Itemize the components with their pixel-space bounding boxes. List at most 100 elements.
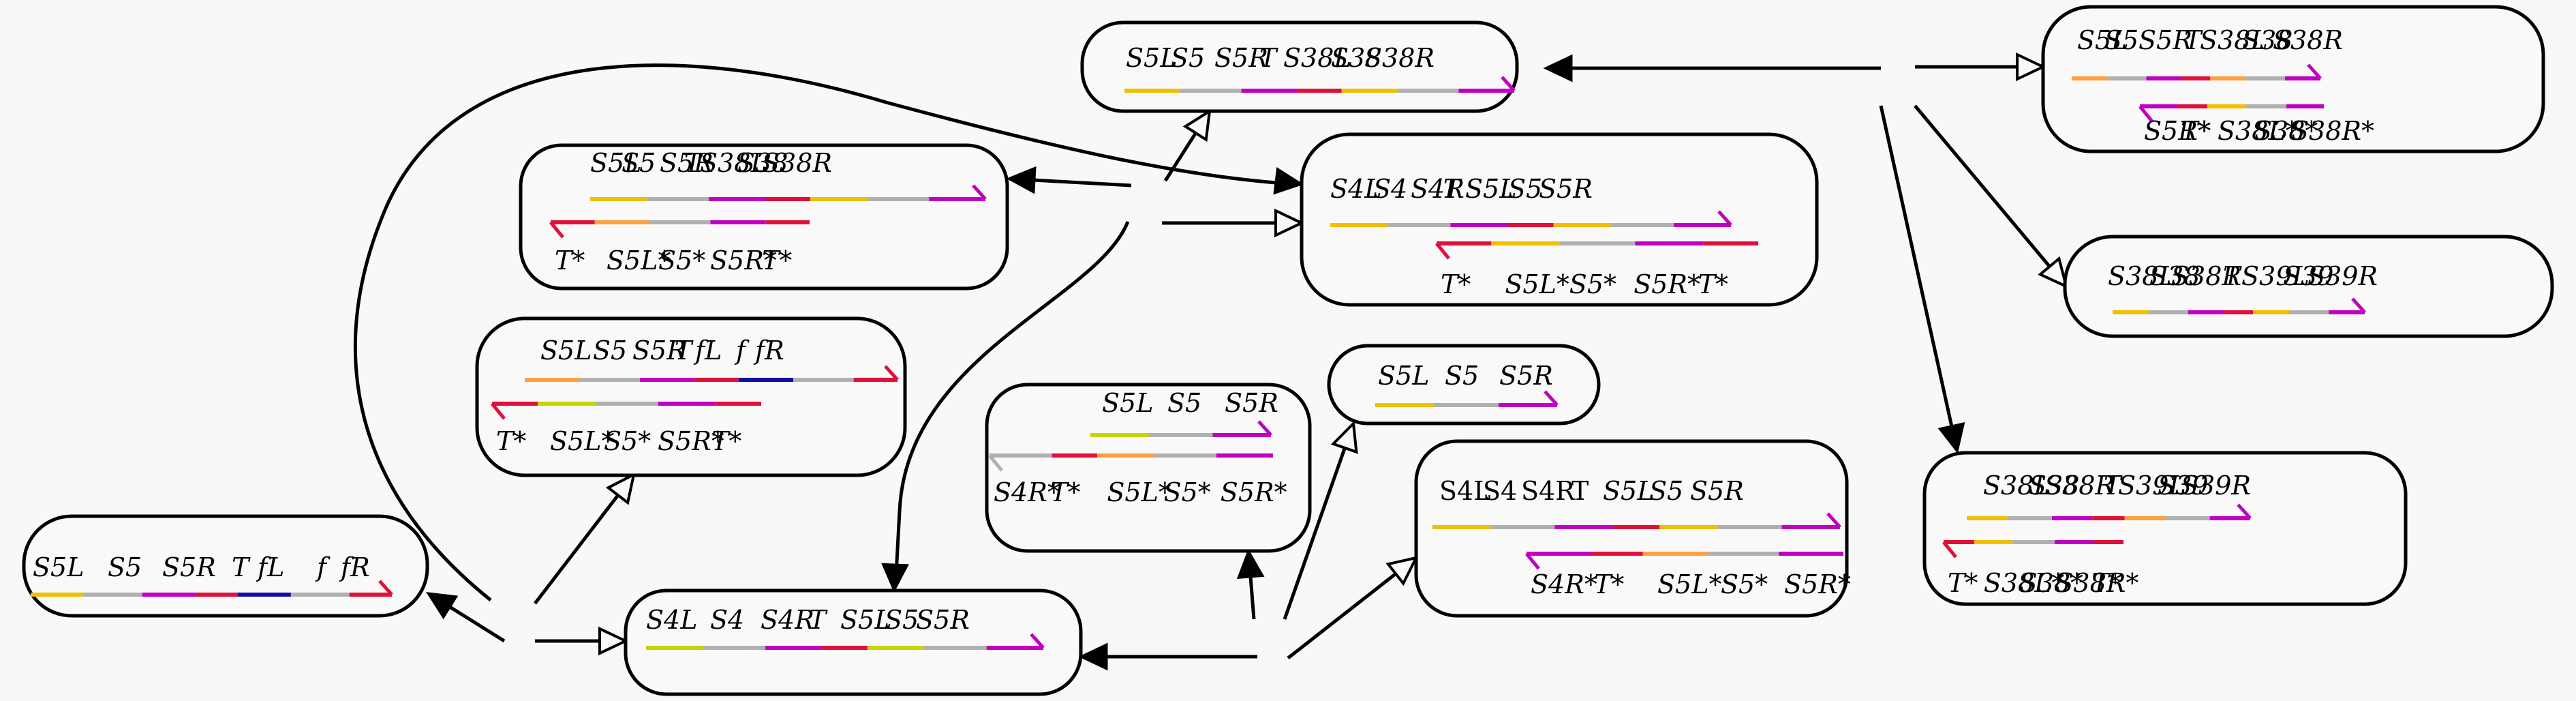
domain-label: S5: [1171, 43, 1205, 73]
domain-label: S5: [108, 552, 142, 582]
strand-3prime-hook-icon: [2307, 63, 2322, 80]
domain-label: S5L: [1102, 388, 1153, 418]
domain-label: S5R: [660, 148, 714, 178]
domain-label: S5: [2104, 25, 2138, 55]
domain-label: S5L: [2077, 25, 2128, 55]
complement-domain-label: S5*: [1164, 477, 1211, 507]
arrowhead-open-icon: [1330, 420, 1358, 454]
domain-label: S4R: [1521, 476, 1576, 506]
complement-domain-label: T*: [2091, 568, 2121, 598]
complex-node[interactable]: S38LS38S38RTS39LS39S39RT*S38L*S38*S38R*T…: [1922, 451, 2408, 606]
reaction-edge: [894, 221, 1130, 575]
arrowhead-filled-icon: [1236, 548, 1265, 579]
complement-domain-label: T*: [1948, 568, 1978, 598]
complement-domain-label: S5*: [604, 426, 651, 456]
reaction-edge: [1914, 104, 2053, 270]
domain-label: S5: [1167, 388, 1201, 418]
domain-label: S38R: [2171, 261, 2241, 291]
reaction-edge: [446, 603, 506, 643]
complement-domain-label: S5R*: [1784, 569, 1851, 599]
complement-domain-label: S38L*: [2218, 116, 2299, 146]
complement-domain-label: S5L*: [1505, 269, 1569, 299]
domain-label: S4: [1483, 476, 1517, 506]
strand-3prime-hook-icon: [1435, 242, 1450, 260]
complement-domain-label: S5L*: [1107, 477, 1171, 507]
domain-label: S5L: [540, 335, 592, 366]
complement-domain-label: T*: [1698, 269, 1728, 299]
arrowhead-filled-icon: [1273, 167, 1304, 195]
arrowhead-filled-icon: [426, 592, 459, 620]
strand-3prime-hook-icon: [2237, 503, 2252, 520]
complement-domain-label: T*: [496, 426, 526, 456]
arrowhead-open-icon: [1182, 108, 1212, 143]
domain-label: S38L: [2200, 25, 2268, 55]
domain-label: S38: [2029, 471, 2079, 501]
reaction-edge: [353, 63, 1295, 601]
domain-label: fR: [753, 335, 784, 366]
reaction-edge: [1879, 105, 1954, 430]
reaction-edge: [1163, 130, 1199, 182]
complement-domain-label: S38L*: [1984, 568, 2065, 598]
domain-label: T: [2223, 261, 2242, 291]
strand-3prime-hook-icon: [1525, 552, 1540, 570]
complement-domain-label: T*: [2181, 116, 2211, 146]
strand-3prime-hook-icon: [1030, 633, 1045, 649]
domain-label: S4: [710, 605, 744, 635]
domain-label: S5L: [1603, 476, 1654, 506]
domain-label: T: [232, 552, 251, 582]
complement-domain-label: S5R*: [2144, 116, 2211, 146]
domain-label: S5: [622, 148, 656, 178]
strand-3prime-hook-icon: [378, 580, 393, 596]
complement-domain-label: T*: [1594, 569, 1624, 599]
domain-label: S38L: [700, 148, 768, 178]
domain-label: fR: [339, 552, 370, 582]
node-outline: [985, 383, 1312, 553]
strand-3prime-hook-icon: [2351, 297, 2366, 314]
domain-label: S4: [1373, 174, 1407, 204]
domain-label: S5R: [916, 605, 970, 635]
domain-label: T: [675, 335, 694, 366]
complement-domain-label: S5R*: [658, 426, 724, 456]
domain-label: S38: [737, 148, 788, 178]
domain-label: T: [1443, 174, 1462, 204]
complement-domain-label: S5L*: [607, 245, 671, 275]
domain-label: S38L: [2108, 261, 2176, 291]
arrowhead-filled-icon: [881, 563, 909, 593]
domain-label: S39L: [2241, 261, 2310, 291]
complement-domain-label: S38R*: [2055, 568, 2138, 598]
complement-domain-label: T*: [555, 245, 585, 275]
arrowhead-open-icon: [2038, 256, 2069, 289]
node-outline: [519, 143, 1009, 290]
domain-label: S5R: [1499, 361, 1553, 391]
domain-label: S5L: [590, 148, 641, 178]
domain-label: S5R: [632, 335, 686, 366]
domain-label: S5: [1649, 476, 1683, 506]
domain-label: T: [809, 605, 828, 635]
domain-label: S4R: [1411, 174, 1465, 204]
domain-label: S4L: [1439, 476, 1490, 506]
domain-label: S5L: [1378, 361, 1429, 391]
domain-label: S4L: [1330, 174, 1381, 204]
complement-domain-label: S38*: [2020, 568, 2083, 598]
complement-domain-label: S4R*: [1531, 569, 1597, 599]
complement-domain-label: T*: [762, 245, 792, 275]
domain-label: S5: [1445, 361, 1479, 391]
reaction-edge: [1248, 573, 1256, 620]
complex-node[interactable]: S5L S5 S5R: [1327, 344, 1601, 426]
domain-label: S38L: [1983, 471, 2051, 501]
arrowhead-open-icon: [605, 472, 636, 505]
complement-domain-label: S4R*: [994, 477, 1060, 507]
domain-label: S5: [885, 605, 919, 635]
domain-label: S38: [2242, 25, 2293, 55]
arrowhead-filled-icon: [1543, 54, 1573, 83]
